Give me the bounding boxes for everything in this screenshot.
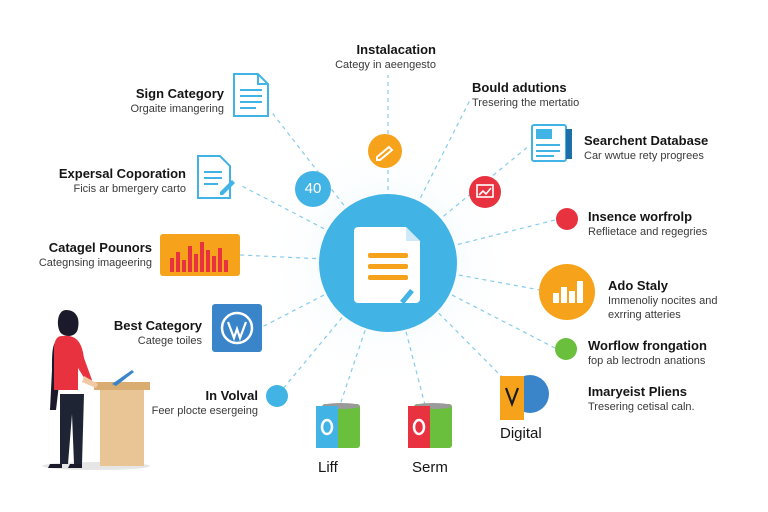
node-title: Best Category — [113, 318, 202, 333]
node-bottom-liff[interactable]: Liff — [318, 460, 338, 476]
database-document-icon[interactable] — [530, 123, 574, 163]
node-bottom-serm[interactable]: Serm — [412, 460, 448, 476]
blue-dot-icon[interactable] — [265, 384, 289, 408]
pencil-orange-icon[interactable] — [367, 133, 403, 169]
document-icon[interactable] — [230, 72, 270, 118]
node-right-2[interactable]: Searchent Database Car wwtue rety progre… — [584, 133, 708, 163]
node-title: Sign Category — [135, 86, 224, 101]
node-subtitle: Tresering cetisal caln. — [588, 401, 695, 413]
bar-chart-orange-icon[interactable] — [538, 263, 596, 321]
node-left-5[interactable]: In Volval Feer plocte esergeing — [130, 388, 258, 418]
digital-book-icon[interactable] — [498, 372, 550, 424]
connector-line — [387, 261, 511, 386]
node-title: Serm — [412, 459, 448, 476]
badge-value: 40 — [304, 180, 322, 197]
green-dot-icon[interactable] — [554, 337, 578, 361]
node-title: Digital — [500, 425, 542, 442]
node-title: Expersal Coporation — [58, 166, 186, 181]
node-left-3[interactable]: Catagel Pounors Categnsing imageering — [0, 240, 152, 270]
node-title: Catagel Pounors — [48, 240, 152, 255]
node-subtitle: Tresering the mertatio — [472, 97, 580, 109]
node-left-1[interactable]: Sign Category Orgaite imangering — [60, 86, 224, 116]
node-subtitle: Orgaite imangering — [130, 103, 224, 115]
document-edit-icon[interactable] — [194, 154, 236, 200]
node-subtitle: Immenoliy nocites and exrring atteries — [608, 295, 718, 321]
node-title: Searchent Database — [584, 133, 709, 148]
connector-line — [387, 99, 471, 263]
node-title: Liff — [318, 459, 338, 476]
node-subtitle: Car wwtue rety progrees — [584, 150, 704, 162]
connector-line — [387, 144, 531, 263]
node-title: Insence worfrolp — [588, 209, 693, 224]
node-subtitle: Catege toiles — [137, 335, 202, 347]
node-right-4[interactable]: Ado Staly Immenoliy nocites and exrring … — [608, 278, 728, 322]
node-bottom-digital[interactable]: Digital — [500, 426, 542, 442]
wordpress-icon[interactable] — [212, 304, 262, 352]
node-title: Bould adutions — [472, 80, 567, 95]
node-subtitle: Ficis ar bmergery carto — [73, 183, 186, 195]
node-top[interactable]: Instalacation Categy in aeengesto — [300, 42, 436, 72]
node-right-6[interactable]: Imaryeist Pliens Tresering cetisal caln. — [588, 384, 695, 414]
chart-red-icon[interactable] — [468, 175, 502, 209]
red-dot-icon[interactable] — [555, 207, 579, 231]
node-title: In Volval — [205, 388, 259, 403]
node-left-2[interactable]: Expersal Coporation Ficis ar bmergery ca… — [30, 166, 186, 196]
node-subtitle: Categnsing imageering — [38, 257, 152, 269]
badge-circle: 40 — [294, 170, 332, 208]
node-title: Ado Staly — [608, 278, 668, 293]
node-left-4[interactable]: Best Category Catege toiles — [80, 318, 202, 348]
node-right-1[interactable]: Bould adutions Tresering the mertatio — [472, 80, 579, 110]
node-subtitle: Feer plocte esergeing — [151, 405, 258, 417]
presenter-illustration — [36, 310, 156, 470]
center-document-node[interactable] — [318, 193, 458, 333]
node-subtitle: fop ab lectrodn anations — [588, 355, 706, 367]
node-title: Instalacation — [356, 42, 436, 57]
node-title: Worflow frongation — [588, 338, 707, 353]
node-title: Imaryeist Pliens — [588, 384, 687, 399]
connector-line — [276, 261, 389, 397]
bar-chart-icon[interactable] — [160, 234, 240, 276]
node-subtitle: Reflietace and regegries — [588, 226, 708, 238]
serm-book-icon[interactable] — [408, 402, 454, 450]
node-right-3[interactable]: Insence worfrolp Reflietace and regegrie… — [588, 209, 707, 239]
node-right-5[interactable]: Worflow frongation fop ab lectrodn anati… — [588, 338, 707, 368]
node-subtitle: Categy in aeengesto — [335, 59, 436, 71]
liff-book-icon[interactable] — [316, 402, 362, 450]
